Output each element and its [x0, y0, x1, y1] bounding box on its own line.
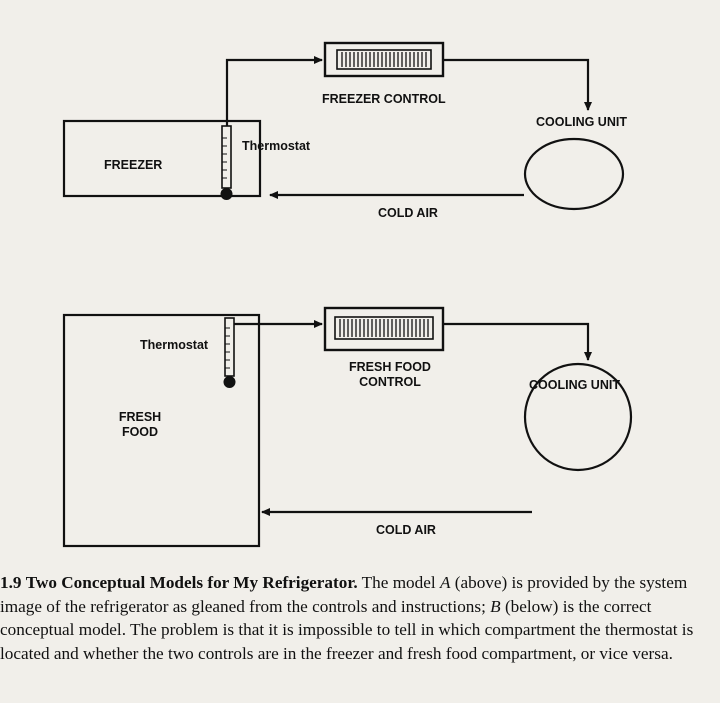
caption-text: The model [357, 573, 440, 592]
fresh-food-label: FRESH FOOD [105, 410, 175, 440]
signal-arrow [443, 58, 592, 111]
figure-number: 1.9 [0, 573, 22, 592]
thermostat-icon [220, 125, 233, 200]
fresh-food-compartment-box [62, 313, 261, 548]
fresh-food-control-label-line2: CONTROL [359, 375, 421, 389]
freezer-control-panel [323, 41, 445, 78]
signal-arrow [225, 56, 323, 126]
freezer-label: FREEZER [104, 158, 163, 172]
cooling-unit-label: COOLING UNIT [536, 115, 627, 129]
cold-air-label: COLD AIR [378, 206, 438, 220]
cooling-unit-ellipse [523, 362, 633, 472]
freezer-compartment-box [62, 119, 262, 198]
model-a [62, 41, 625, 211]
thermostat-icon [223, 317, 236, 388]
freezer-control-label: FREEZER CONTROL [322, 92, 446, 106]
fresh-food-label-line1: FRESH [118, 410, 162, 424]
fresh-food-control-panel [323, 306, 445, 352]
model-b-ref: B [490, 596, 501, 616]
fresh-food-label-line2: FOOD [121, 425, 159, 439]
signal-arrow [443, 322, 592, 361]
fresh-food-control-label: FRESH FOOD CONTROL [335, 360, 445, 390]
thermostat-label: Thermostat [242, 139, 311, 153]
cold-air-label: COLD AIR [376, 523, 436, 537]
caption-text: (below) is the correct conceptual model.… [0, 596, 694, 663]
model-b [62, 306, 633, 548]
cooling-unit-label: COOLING UNIT [529, 378, 620, 392]
conceptual-models-diagram [62, 41, 633, 548]
caption-text: (above) is provided by the system image … [0, 573, 688, 616]
figure-caption: 1.9 Two Conceptual Models for My Refrige… [0, 571, 716, 665]
cooling-unit-ellipse [523, 137, 625, 211]
model-a-ref: A [439, 573, 451, 592]
thermostat-label: Thermostat [140, 338, 209, 352]
figure-title: Two Conceptual Models for My Refrigerato… [25, 573, 358, 592]
fresh-food-control-label-line1: FRESH FOOD [349, 360, 431, 374]
